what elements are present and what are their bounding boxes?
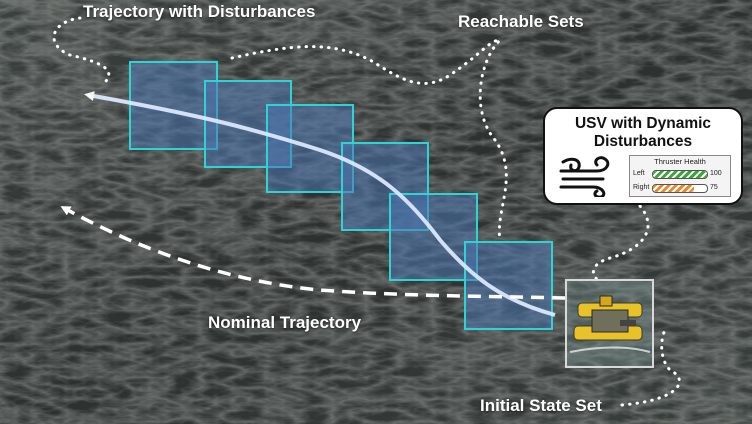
trajectory-with-disturbances-label: Trajectory with Disturbances: [83, 2, 316, 21]
trajectory-label-leader: [52, 16, 111, 87]
usv-info-box: USV with Dynamic Disturbances Thruster H…: [543, 107, 743, 205]
thruster-health-title: Thruster Health: [654, 157, 706, 166]
reachable-set-box: [464, 241, 553, 330]
thruster-row-left: Left 100: [633, 169, 729, 179]
reachable-sets-label: Reachable Sets: [458, 12, 584, 31]
thruster-value: 75: [710, 184, 718, 191]
info-box-title: USV with Dynamic Disturbances: [545, 115, 741, 151]
info-box-leader: [592, 204, 650, 284]
nominal-trajectory-label: Nominal Trajectory: [208, 313, 362, 332]
initial-state-set-label: Initial State Set: [480, 396, 602, 415]
thruster-health-fill: [653, 185, 694, 192]
thruster-name: Left: [633, 170, 645, 177]
leader-lines: [52, 16, 681, 407]
reachable-sets: [129, 61, 553, 330]
reachable-sets-label-leader: [230, 38, 508, 242]
info-title-line-2: Disturbances: [593, 133, 693, 150]
thruster-health-bar: [652, 170, 708, 179]
thruster-health-panel: Thruster Health Left 100 Right 75: [629, 155, 731, 197]
thruster-value: 100: [710, 170, 722, 177]
initial-state-box: [565, 279, 654, 368]
thruster-health-bar: [652, 184, 708, 193]
initial-state-set: [565, 279, 654, 368]
thruster-name: Right: [633, 184, 650, 191]
thruster-row-right: Right 75: [633, 183, 729, 193]
disturbed-trajectory-arrow: [84, 91, 556, 317]
thruster-health-fill: [653, 171, 707, 178]
info-title-line-1: USV with Dynamic: [574, 115, 712, 132]
wind-icon: [559, 156, 610, 197]
usv-boat-icon: [569, 295, 651, 353]
